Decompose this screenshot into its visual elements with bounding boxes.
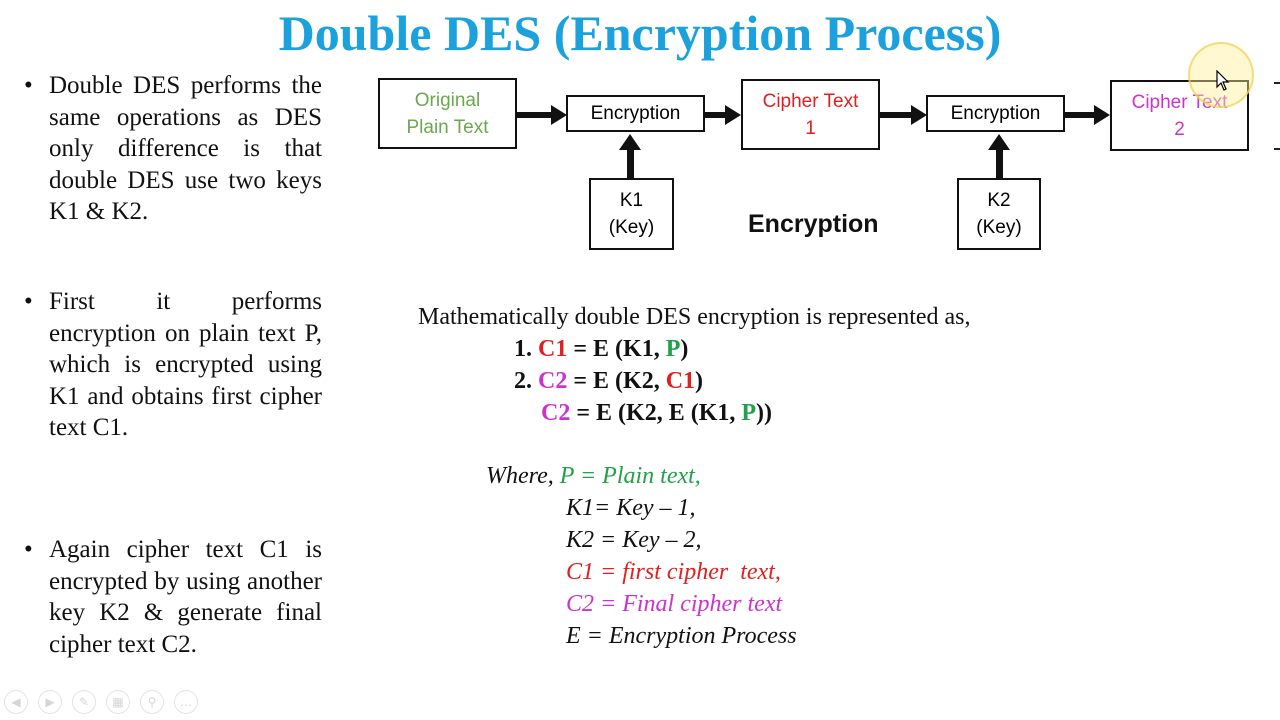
slide-title: Double DES (Encryption Process) bbox=[278, 5, 1002, 61]
encryption-box-1: Encryption bbox=[566, 95, 705, 132]
mouse-pointer-icon bbox=[1216, 70, 1230, 91]
arrow-plain-to-enc1 bbox=[517, 105, 567, 125]
arrow-key2-to-enc2 bbox=[988, 134, 1010, 178]
slides-icon[interactable]: ▦ bbox=[106, 690, 130, 714]
prev-icon[interactable]: ◀ bbox=[4, 690, 28, 714]
edge-mark bbox=[1274, 82, 1280, 84]
edge-mark bbox=[1274, 148, 1280, 150]
presentation-toolbar: ◀ ▶ ✎ ▦ ⚲ … bbox=[4, 690, 198, 714]
arrow-key1-to-enc1 bbox=[619, 134, 641, 178]
more-icon[interactable]: … bbox=[174, 690, 198, 714]
bullet-dot: • bbox=[24, 288, 33, 315]
where-c2: C2 = Final cipher text bbox=[566, 591, 783, 617]
arrow-cipher1-to-enc2 bbox=[880, 105, 927, 125]
pen-icon[interactable]: ✎ bbox=[72, 690, 96, 714]
encryption-label: Encryption bbox=[748, 210, 879, 238]
bullet-1: • Double DES performs the same operation… bbox=[24, 70, 322, 228]
where-k1: K1= Key – 1, bbox=[566, 495, 696, 521]
encryption-box-2: Encryption bbox=[926, 95, 1065, 132]
where-p: Where, P = Plain text, bbox=[486, 463, 701, 489]
equation-2: 2. C2 = E (K2, C1) bbox=[514, 368, 704, 394]
bullet-2: • First it performs encryption on plain … bbox=[24, 286, 322, 444]
next-icon[interactable]: ▶ bbox=[38, 690, 62, 714]
math-intro: Mathematically double DES encryption is … bbox=[418, 304, 971, 330]
zoom-icon[interactable]: ⚲ bbox=[140, 690, 164, 714]
equation-3: C2 = E (K2, E (K1, P)) bbox=[541, 400, 773, 426]
key-1-box: K1(Key) bbox=[589, 178, 674, 250]
where-k2: K2 = Key – 2, bbox=[566, 527, 702, 553]
bullet-1-text: Double DES performs the same operations … bbox=[49, 72, 323, 225]
bullet-dot: • bbox=[24, 72, 33, 99]
key-2-box: K2(Key) bbox=[957, 178, 1041, 250]
bullet-3-text: Again cipher text C1 is encrypted by usi… bbox=[49, 536, 322, 658]
equation-1: 1. C1 = E (K1, P) bbox=[514, 336, 689, 362]
bullet-3: • Again cipher text C1 is encrypted by u… bbox=[24, 534, 322, 660]
bullet-2-text: First it performs encryption on plain te… bbox=[49, 288, 323, 441]
where-c1: C1 = first cipher text, bbox=[566, 559, 781, 585]
where-e: E = Encryption Process bbox=[566, 623, 797, 649]
arrow-enc1-to-cipher1 bbox=[705, 105, 741, 125]
bullet-dot: • bbox=[24, 536, 33, 563]
arrow-enc2-to-cipher2 bbox=[1065, 105, 1110, 125]
